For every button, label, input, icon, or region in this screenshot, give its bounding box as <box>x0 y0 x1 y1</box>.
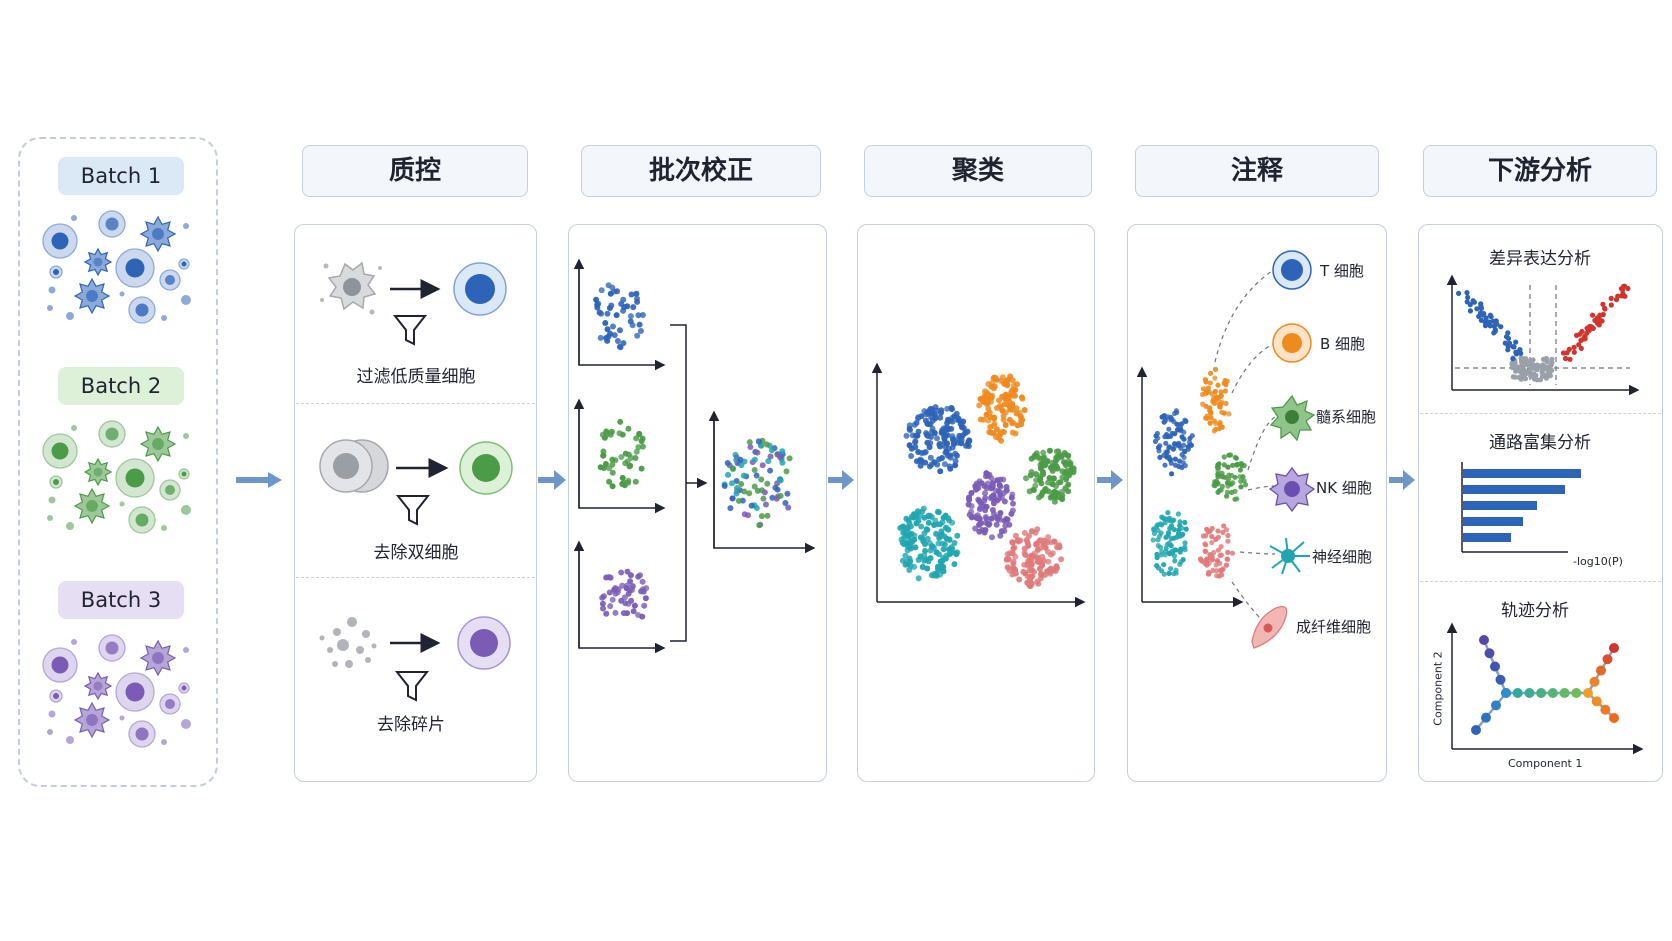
trajectory-analysis-title: 轨迹分析 <box>1501 601 1569 621</box>
stage-header-downstream: 下游分析 <box>1423 145 1657 197</box>
cluster-blue <box>903 404 973 475</box>
cluster-pink <box>1003 526 1065 590</box>
myeloid-cell-icon <box>1269 394 1316 442</box>
qc-arrows <box>390 279 449 653</box>
batch-panel: Batch 1 Batch 2 Batch 3 <box>18 137 218 787</box>
low-quality-cell-icon <box>320 261 382 315</box>
b-cell-label: B 细胞 <box>1320 335 1366 353</box>
qc-step-2-caption: 去除双细胞 <box>373 543 459 563</box>
qc-divider-1 <box>296 403 535 404</box>
batch-1-cells <box>42 210 191 324</box>
doublet-cell-icon <box>319 439 389 493</box>
annotation-axes <box>1136 366 1244 608</box>
stage-header-clustering: 聚类 <box>864 145 1092 197</box>
pathway-axes <box>1461 462 1568 553</box>
downstream-divider-1 <box>1420 413 1661 414</box>
filter-icon <box>392 315 428 346</box>
batch-1-label: Batch 1 <box>58 157 184 195</box>
debris-icon <box>319 617 377 668</box>
annot-cluster-blue <box>1152 408 1195 477</box>
t-cell-icon <box>1272 250 1312 290</box>
pathway-analysis-title: 通路富集分析 <box>1489 433 1591 453</box>
batch-2-label: Batch 2 <box>58 367 184 405</box>
qc-step-3-caption: 去除碎片 <box>377 715 445 735</box>
nk-cell-label: NK 细胞 <box>1316 479 1372 497</box>
healthy-green-cell-icon <box>459 441 513 495</box>
stage-header-annotation: 注释 <box>1135 145 1379 197</box>
pathway-xlabel: -log10(P) <box>1573 555 1623 568</box>
filter-icon <box>395 495 431 526</box>
batch-3-label: Batch 3 <box>58 581 184 619</box>
b-cell-icon <box>1272 323 1312 363</box>
cluster-green <box>1023 447 1077 505</box>
fibroblast-label: 成纤维细胞 <box>1296 618 1372 636</box>
annotation-panel <box>1127 224 1387 782</box>
annot-cluster-green <box>1211 452 1249 502</box>
batch-correction-axes <box>573 258 816 654</box>
healthy-blue-cell-icon <box>453 262 507 316</box>
batch-2-scatter <box>597 418 646 490</box>
batch-3-scatter <box>599 568 650 620</box>
qc-divider-2 <box>296 577 535 578</box>
cluster-orange <box>976 373 1028 444</box>
volcano-points <box>1456 283 1631 383</box>
cluster-teal <box>897 505 961 582</box>
flow-arrows <box>236 470 1415 490</box>
corrected-mixed-scatter <box>721 437 793 529</box>
fibroblast-icon <box>1251 605 1288 649</box>
pathway-bars <box>1463 469 1581 542</box>
batch-2-cells <box>42 420 191 534</box>
myeloid-cell-label: 髓系细胞 <box>1316 408 1377 426</box>
qc-step-1-caption: 过滤低质量细胞 <box>356 367 476 387</box>
clustering-axes <box>871 362 1086 608</box>
annot-cluster-pink <box>1197 523 1236 579</box>
batch-3-cells <box>42 634 191 748</box>
stage-header-qc: 质控 <box>302 145 528 197</box>
volcano-axes <box>1446 274 1640 396</box>
neuron-label: 神经细胞 <box>1312 548 1373 566</box>
annot-cluster-teal <box>1150 509 1189 577</box>
batch-1-scatter <box>593 282 646 351</box>
cluster-purple <box>965 470 1016 541</box>
annot-cluster-orange <box>1199 366 1232 434</box>
nk-cell-icon <box>1268 466 1316 513</box>
annotation-connectors <box>1214 270 1276 621</box>
downstream-divider-2 <box>1420 581 1661 582</box>
healthy-purple-cell-icon <box>457 616 511 670</box>
trajectory-axes <box>1446 622 1644 755</box>
t-cell-label: T 细胞 <box>1320 262 1364 280</box>
de-analysis-title: 差异表达分析 <box>1489 249 1591 269</box>
stage-header-batch-correction: 批次校正 <box>581 145 821 197</box>
filter-icon <box>394 671 430 702</box>
neuron-icon <box>1269 537 1310 575</box>
trajectory-xlabel: Component 1 <box>1508 757 1583 770</box>
trajectory-points <box>1471 635 1619 735</box>
trajectory-ylabel: Component 2 <box>1431 651 1445 726</box>
